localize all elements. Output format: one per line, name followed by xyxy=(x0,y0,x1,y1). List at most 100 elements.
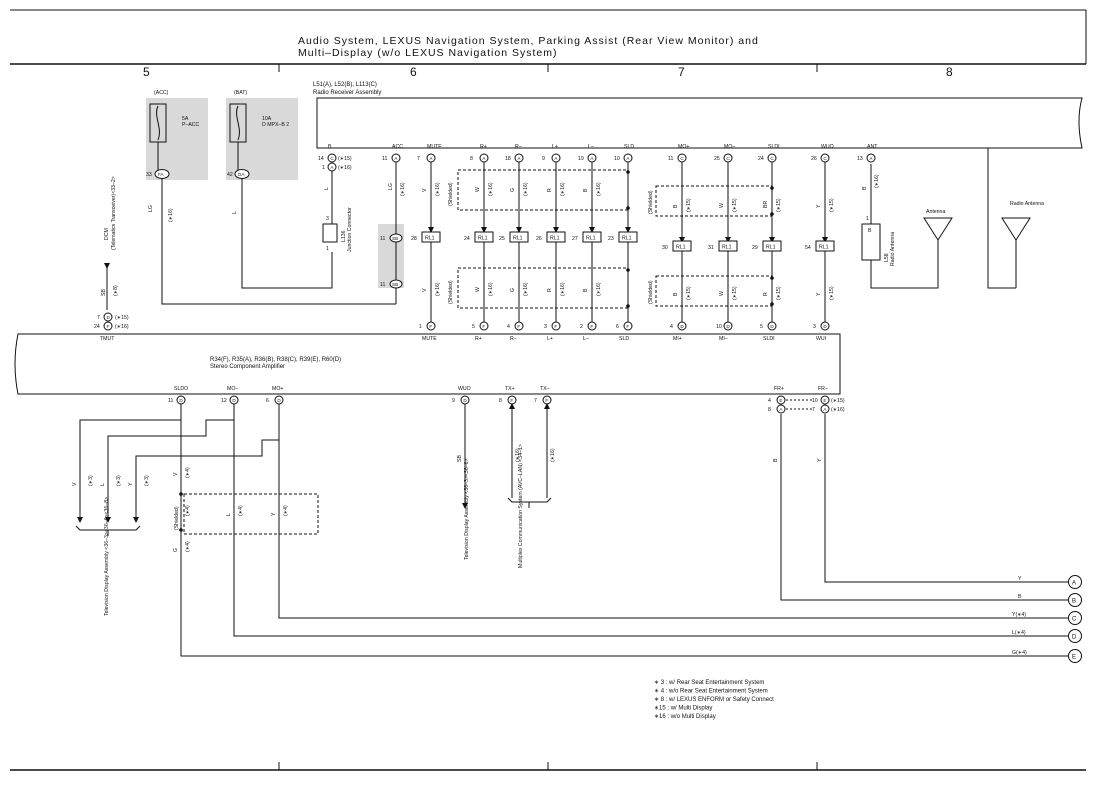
relay-group: RL128V(∗16)V(∗16)RL124W(∗16)W(∗16)RL125G… xyxy=(395,162,835,322)
amp-bottom-num: 12 xyxy=(221,398,227,404)
relay-pin: 26 xyxy=(536,236,542,242)
amp-top-pin-connector xyxy=(820,321,830,331)
amp-bottom-num: 6 xyxy=(266,398,269,404)
shield-label-1: (Shielded) xyxy=(448,182,454,206)
amp-top-pin-connector-letter: D xyxy=(823,324,827,329)
radio-pin-connector-letter: A xyxy=(869,156,873,161)
amp-bottom-pin2-connector xyxy=(820,404,830,414)
mid-wire-2: L xyxy=(226,513,232,516)
amp-bottom-name: TX– xyxy=(540,386,550,392)
shield-label-4: (Shielded) xyxy=(648,280,654,304)
amp-top-pin-connector-letter: D xyxy=(726,324,730,329)
amplifier-box xyxy=(14,333,841,395)
shield-splice xyxy=(626,206,630,210)
column-5: 5 xyxy=(143,65,150,79)
radio-pin-num: 10 xyxy=(614,156,620,162)
radio-pin-name: R+ xyxy=(480,144,487,150)
amp-top-name: R+ xyxy=(475,336,482,342)
legend-item: ∗ 4 : w/o Rear Seat Entertainment System xyxy=(654,689,768,695)
wire-upper-color: W xyxy=(475,187,481,192)
radio-pin-name: ACC xyxy=(392,144,403,150)
wire-upper-note: (∗16) xyxy=(488,182,494,196)
wire-mid-lower-color: R xyxy=(763,292,769,296)
sldo-wire-color: G xyxy=(173,548,179,552)
tmut-note1: (∗15) xyxy=(115,315,129,321)
left-wire-1: V xyxy=(72,482,78,486)
fr-plus-color: B xyxy=(773,458,779,462)
radio-pin-name: L– xyxy=(588,144,594,150)
shield-splice-2 xyxy=(770,212,774,216)
multiplex-bracket xyxy=(507,497,552,508)
amp-top-pin-connector xyxy=(677,321,687,331)
radio-pin-connector-letter: C xyxy=(726,156,730,161)
amp-bottom-name: MO+ xyxy=(272,386,283,392)
amp-bottom-pin-connector xyxy=(820,395,830,405)
wire-lower-note: (∗16) xyxy=(523,282,529,296)
relay-pin-2: 29 xyxy=(752,245,758,251)
radio-pin-num: 8 xyxy=(470,156,473,162)
wire-sldo-g xyxy=(180,404,1068,657)
fuse-bat-connector xyxy=(234,169,250,179)
radio-pin-connector-letter: A xyxy=(429,156,433,161)
right-connector-letter: E xyxy=(1072,655,1076,661)
legend-item: ∗15 : w/ Multi Display xyxy=(654,706,712,712)
sb-conn-bottom: SB xyxy=(392,282,398,287)
right-connector xyxy=(1068,593,1082,607)
amp-bottom-pin-connector-letter: E xyxy=(823,398,826,403)
radio-antenna-icon xyxy=(1001,217,1031,241)
wire-lower-note: (∗16) xyxy=(488,282,494,296)
junction-pin-bottom: 1 xyxy=(326,246,329,252)
amp-top-pin-connector xyxy=(767,321,777,331)
antenna-icon xyxy=(923,217,953,241)
amp-bottom-note: (∗15) xyxy=(831,398,845,404)
wire-upper-color: B xyxy=(583,188,589,192)
amp-bottom-pin2-connector xyxy=(776,404,786,414)
radio-pin-num: 13 xyxy=(857,156,863,162)
wire-l-bat xyxy=(241,179,333,289)
radio-pin-note2: (∗16) xyxy=(338,165,352,171)
wire-upper-color: R xyxy=(547,188,553,192)
tmut-conn1-letter: D xyxy=(107,315,111,320)
amp-top-name: MI– xyxy=(719,336,728,342)
amp-top-pin-connector xyxy=(551,321,561,331)
shield-splice-2 xyxy=(770,276,774,280)
shield-upper-right xyxy=(655,185,773,217)
radio-pin-connector-letter: C xyxy=(330,156,334,161)
mid-wire-3-note: (∗4) xyxy=(283,505,289,516)
wire-mid-lower-note: (∗15) xyxy=(776,286,782,300)
fuse-bat-icon xyxy=(236,105,240,141)
relay-box xyxy=(582,231,602,243)
amp-bottom-num: 8 xyxy=(499,398,502,404)
radio-antenna-name: Radio Antenna xyxy=(890,232,896,266)
amp-top-num: 3 xyxy=(544,324,547,330)
splice-2 xyxy=(179,528,183,532)
title-line-2: Multi–Display (w/o LEXUS Navigation Syst… xyxy=(298,47,558,59)
sb-connector-top xyxy=(389,233,403,243)
fuse-acc-connector xyxy=(154,169,170,179)
amp-top-name: SLD xyxy=(619,336,629,342)
fuse-bat-pin: 42 xyxy=(227,172,233,178)
wire-lower-color: B xyxy=(583,288,589,292)
amp-bottom-note2: (∗16) xyxy=(831,407,845,413)
relay-label: RL1 xyxy=(513,236,523,242)
amp-top-pin-connector-letter: F xyxy=(626,324,629,329)
wire-mid-upper-note: (∗15) xyxy=(776,198,782,212)
radio-pin-num: 19 xyxy=(578,156,584,162)
radio-pin-num: 7 xyxy=(417,156,420,162)
wire-mid-lower-note: (∗15) xyxy=(732,286,738,300)
relay-label-2: RL1 xyxy=(819,245,829,251)
amp-top-pin-connector-letter: F xyxy=(554,324,557,329)
wire-mid-upper-color: BR xyxy=(763,201,769,208)
radio-pin-note: (∗15) xyxy=(338,156,352,162)
radio-pin-num: 18 xyxy=(505,156,511,162)
fuse-acc-icon xyxy=(156,105,160,141)
amp-top-pin-connector-letter: F xyxy=(590,324,593,329)
amp-bottom-name: FR+ xyxy=(774,386,784,392)
relay-pin: 27 xyxy=(572,236,578,242)
left-wire-3: Y xyxy=(128,482,134,486)
shield-label-3: (Shielded) xyxy=(648,190,654,214)
mid-wire-1: V xyxy=(173,472,179,476)
